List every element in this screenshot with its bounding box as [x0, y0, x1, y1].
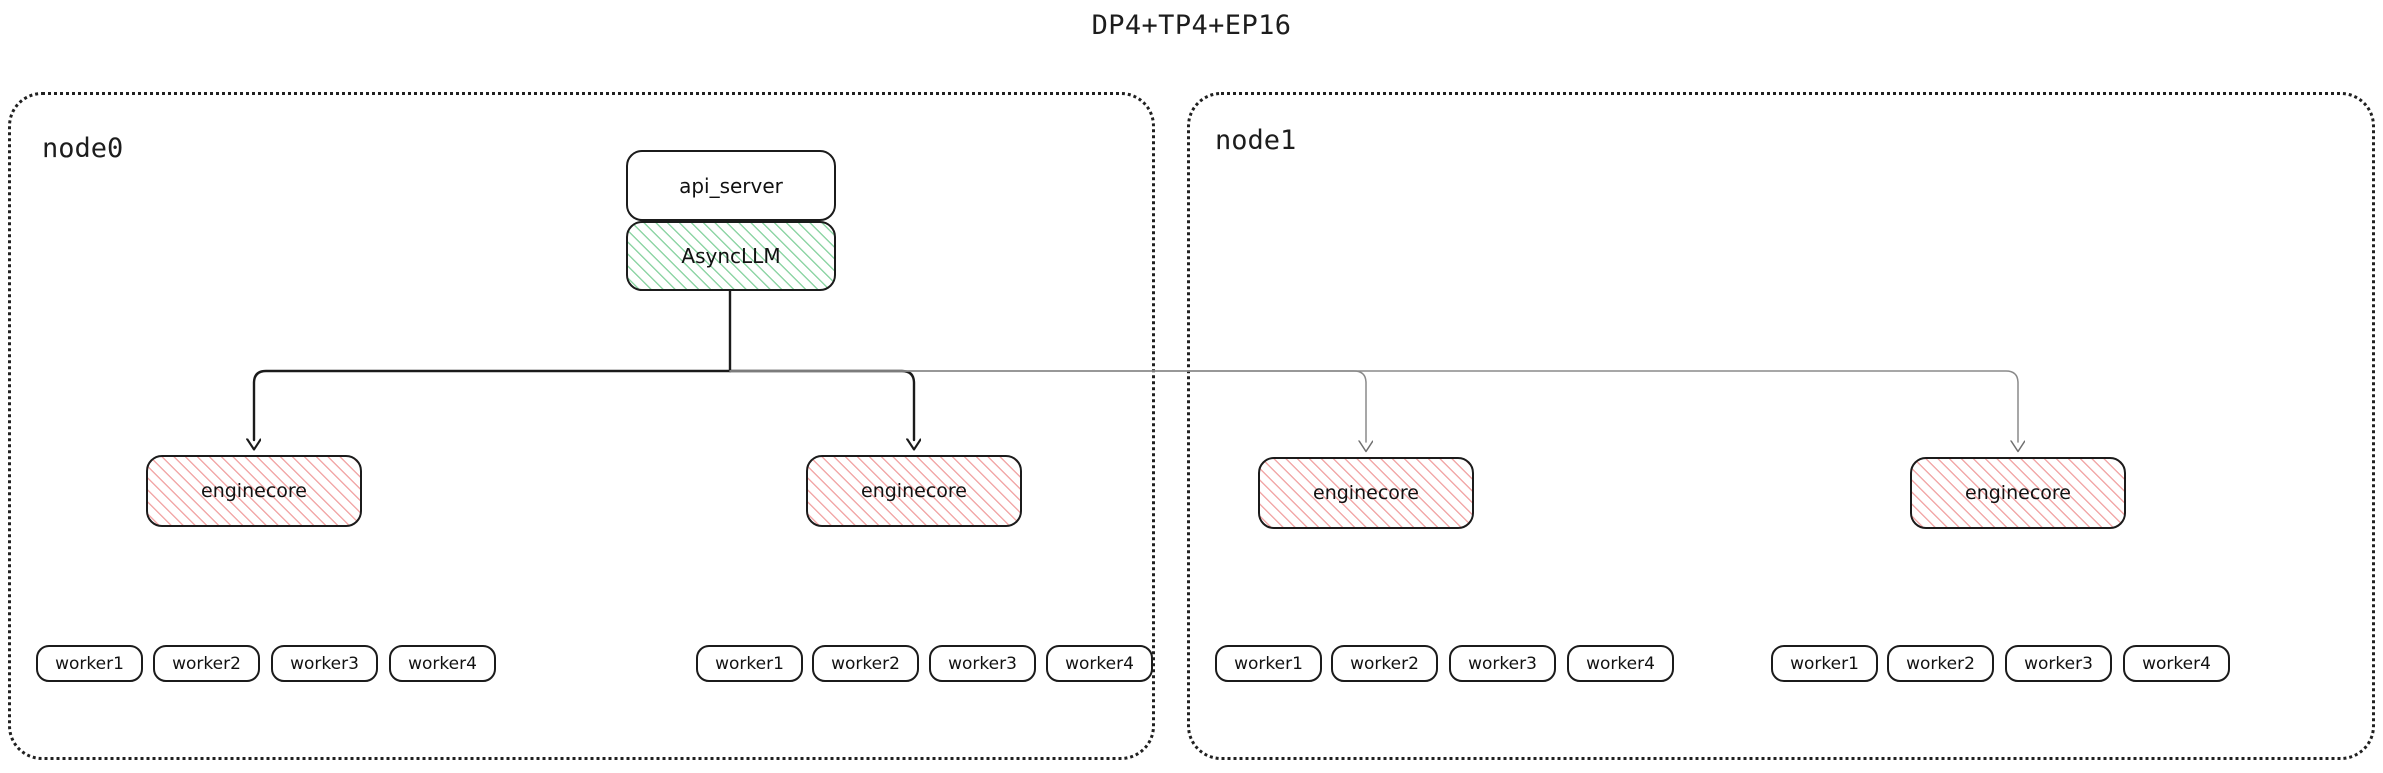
enginecore-box-node0-0[interactable]: enginecore	[146, 455, 362, 527]
api-server-box[interactable]: api_server	[626, 150, 836, 221]
worker-label: worker4	[408, 653, 477, 674]
enginecore-label: enginecore	[1965, 482, 2071, 504]
worker-box[interactable]: worker4	[389, 645, 496, 682]
worker-box[interactable]: worker2	[153, 645, 260, 682]
worker-label: worker2	[172, 653, 241, 674]
api-server-label: api_server	[679, 173, 783, 198]
worker-label: worker3	[1468, 653, 1537, 674]
node-label-node1: node1	[1215, 125, 1297, 156]
worker-label: worker1	[1790, 653, 1859, 674]
worker-box[interactable]: worker3	[2005, 645, 2112, 682]
worker-label: worker1	[715, 653, 784, 674]
worker-box[interactable]: worker3	[271, 645, 378, 682]
worker-box[interactable]: worker1	[1771, 645, 1878, 682]
enginecore-label: enginecore	[861, 480, 967, 502]
worker-box[interactable]: worker3	[929, 645, 1036, 682]
enginecore-box-node1-1[interactable]: enginecore	[1910, 457, 2126, 529]
worker-box[interactable]: worker2	[812, 645, 919, 682]
enginecore-label: enginecore	[1313, 482, 1419, 504]
worker-box[interactable]: worker1	[36, 645, 143, 682]
enginecore-box-node0-1[interactable]: enginecore	[806, 455, 1022, 527]
worker-label: worker3	[290, 653, 359, 674]
worker-label: worker3	[948, 653, 1017, 674]
node-label-node0: node0	[42, 133, 124, 164]
diagram-title: DP4+TP4+EP16	[1091, 10, 1292, 41]
worker-box[interactable]: worker1	[1215, 645, 1322, 682]
worker-box[interactable]: worker2	[1331, 645, 1438, 682]
worker-box[interactable]: worker2	[1887, 645, 1994, 682]
worker-label: worker2	[831, 653, 900, 674]
enginecore-label: enginecore	[201, 480, 307, 502]
asyncllm-box[interactable]: AsyncLLM	[626, 221, 836, 291]
worker-box[interactable]: worker3	[1449, 645, 1556, 682]
worker-label: worker4	[1586, 653, 1655, 674]
asyncllm-label: AsyncLLM	[681, 244, 781, 268]
worker-label: worker3	[2024, 653, 2093, 674]
enginecore-box-node1-0[interactable]: enginecore	[1258, 457, 1474, 529]
worker-label: worker2	[1350, 653, 1419, 674]
worker-label: worker4	[1065, 653, 1134, 674]
worker-label: worker1	[1234, 653, 1303, 674]
worker-label: worker2	[1906, 653, 1975, 674]
worker-label: worker1	[55, 653, 124, 674]
worker-box[interactable]: worker4	[2123, 645, 2230, 682]
worker-box[interactable]: worker4	[1567, 645, 1674, 682]
worker-label: worker4	[2142, 653, 2211, 674]
worker-box[interactable]: worker1	[696, 645, 803, 682]
worker-box[interactable]: worker4	[1046, 645, 1153, 682]
